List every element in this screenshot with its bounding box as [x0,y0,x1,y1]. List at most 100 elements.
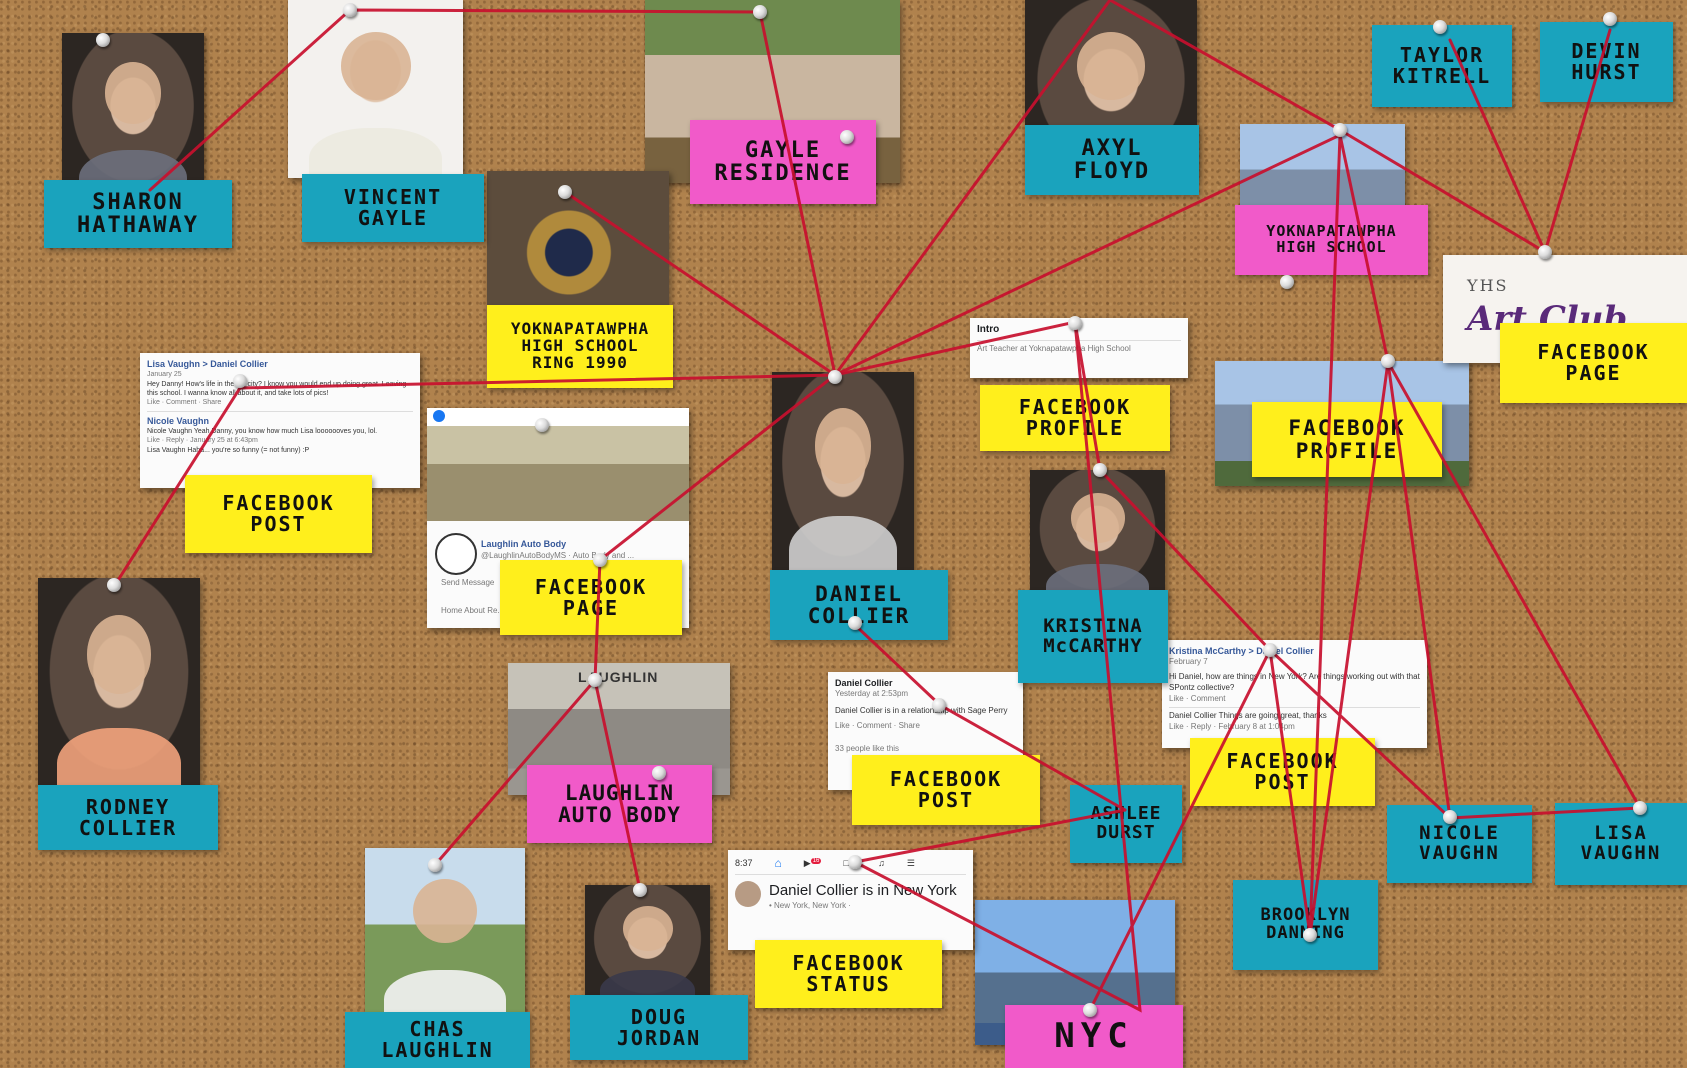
card-line: RESIDENCE [714,161,852,186]
card-line: HATHAWAY [77,213,199,238]
facebook-post-screenshot-lisa: Lisa Vaughn > Daniel Collier January 25 … [140,353,420,488]
card-line: CHAS [409,1017,466,1041]
pushpin [633,883,647,897]
card-line: PAGE [562,595,620,620]
post-header: Lisa Vaughn > Daniel Collier [147,359,268,369]
card-line: FACEBOOK [222,491,335,515]
pushpin [1433,20,1447,34]
card-line: LAUGHLIN [381,1038,494,1062]
card-line: McCARTHY [1043,634,1143,657]
card-line: DURST [1096,822,1156,843]
photo-rodney-collier [38,578,200,786]
photo-kristina-mccarthy [1030,470,1165,600]
card-line: RODNEY [85,794,171,819]
card-line: SHARON [92,189,184,215]
reply-name: Nicole Vaughn [147,415,210,426]
pushpin [1303,928,1317,942]
intro-line: Art Teacher at Yoknapatawpha High School [977,343,1131,353]
pushpin [1381,354,1395,368]
card-line: JORDAN [616,1025,702,1050]
pushpin [558,185,572,199]
pushpin [1333,123,1347,137]
pushpin [848,855,862,869]
card-line: FACEBOOK [889,767,1003,791]
photo-daniel-collier [772,372,914,572]
card-line: DEVIN [1571,39,1642,63]
rel-text: Daniel Collier is in a relationship with… [835,705,1008,715]
avatar [735,881,761,908]
pushpin [1603,12,1617,26]
card-line: FACEBOOK [534,574,648,599]
card-line: VAUGHN [1419,842,1500,864]
laughlin-cover-photo [427,426,689,521]
pushpin [1538,245,1552,259]
bell-icon: ♫ [878,858,885,869]
card-line: PAGE [1565,361,1622,385]
kpost-date: February 7 [1169,657,1208,667]
pushpin [107,578,121,592]
pushpin [593,553,607,567]
fb-page-topbar [427,408,689,427]
post-text: Hey Danny! How's life in the big city? I… [147,380,407,398]
card-line: FACEBOOK [1018,395,1132,419]
pushpin [840,130,854,144]
card-line: LISA [1594,822,1648,845]
card-line: POST [250,512,307,536]
photo-sharon-hathaway [62,33,204,195]
laughlin-logo-icon [435,533,477,575]
pushpin [233,374,247,388]
card-line: LAUGHLIN [564,780,675,805]
pushpin [652,766,666,780]
card-line: FACEBOOK [1288,416,1406,441]
rel-time: Yesterday at 2:53pm [835,689,909,699]
status-time: 8:37 [735,858,753,869]
post-date: January 25 [147,371,182,379]
card-line: FACEBOOK [1226,749,1339,773]
post-actions: Like · Comment · Share [147,399,222,407]
art-club-line1: YHS [1467,276,1509,296]
photo-doug-jordan [585,885,710,1003]
facebook-post-screenshot-kristina: Kristina McCarthy > Daniel Collier Febru… [1162,640,1427,748]
card-line: NYC [1054,1015,1134,1056]
pushpin [848,616,862,630]
kpost-header: Kristina McCarthy > Daniel Collier [1169,646,1314,656]
pushpin [343,3,357,17]
page-name: Laughlin Auto Body [481,539,567,549]
pushpin [1068,316,1082,330]
card-line: AUTO BODY [558,803,681,827]
rel-likes: 33 people like this [835,743,900,753]
status-text: Daniel Collier is in New York [769,882,957,900]
pushpin [1633,801,1647,815]
card-line: GAYLE [744,137,822,163]
pushpin [828,370,842,384]
page-tabs: Home About Re... [441,606,505,615]
card-line: DANIEL [815,581,903,606]
card-line: GAYLE [357,206,429,230]
photo-vincent-gayle [288,0,463,178]
reply-meta: Like · Reply · January 25 at 6:43pm [147,437,258,445]
card-line: FACEBOOK [1537,340,1650,364]
card-line: RING 1990 [532,352,628,372]
